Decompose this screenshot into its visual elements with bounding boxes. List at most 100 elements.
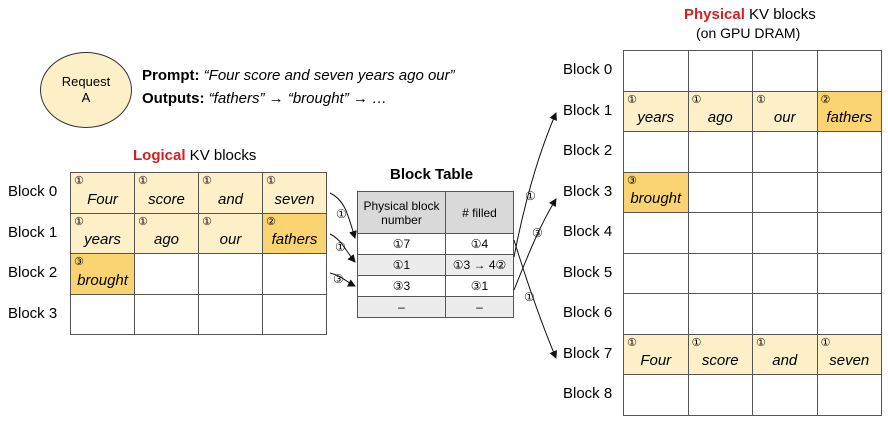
logical-title: Logical KV blocks: [133, 147, 256, 164]
kv-slot: ① our: [199, 213, 263, 254]
outputs-text: “fathers” → “brought” → …: [208, 90, 388, 107]
kv-slot: [753, 132, 818, 173]
block-table-filled-cell: –: [446, 297, 514, 318]
slot-token: score: [701, 352, 739, 369]
block-label: Block 3: [8, 304, 58, 322]
slot-token: score: [148, 190, 185, 208]
block-label: Block 7: [563, 344, 613, 362]
slot-token: Four: [87, 190, 118, 208]
slot-step-number: ①: [74, 215, 84, 228]
kv-slot: ① ago: [688, 91, 753, 132]
slot-token: fathers: [826, 109, 873, 126]
kv-slot: [817, 213, 882, 254]
arrow-label-phys1: ①: [525, 189, 536, 203]
arrow-logical-block0: [329, 192, 357, 239]
kv-slot: [71, 294, 135, 335]
slot-token: brought: [630, 190, 682, 207]
kv-slot: [135, 294, 199, 335]
slot-token: ago: [153, 231, 180, 248]
arrow-table-to-phys1: [513, 112, 557, 258]
block-table-filled-cell: ①4: [446, 234, 514, 255]
slot-token: seven: [829, 352, 870, 369]
request-label: Request: [61, 74, 111, 89]
slot-step-number: ①: [820, 336, 831, 349]
block-table-physical-cell: –: [358, 297, 446, 318]
block-table-filled-cell: ③1: [446, 276, 514, 297]
block-label: Block 3: [563, 182, 613, 200]
kv-slot: ① seven: [263, 173, 327, 214]
kv-slot: [753, 375, 818, 416]
slot-step-number: ①: [691, 93, 702, 106]
block-label: Block 1: [563, 101, 613, 119]
slot-step-number: ①: [74, 175, 84, 187]
slot-step-number: ①: [202, 175, 212, 187]
slot-token: fathers: [271, 231, 318, 248]
kv-slot: [199, 254, 263, 295]
slot-step-number: ①: [138, 215, 148, 228]
kv-slot: [753, 253, 818, 294]
kv-slot: [817, 375, 882, 416]
slot-step-number: ①: [266, 175, 276, 187]
block-label: Block 2: [563, 142, 613, 160]
kv-slot: ① score: [688, 334, 753, 375]
kv-slot: ① and: [199, 173, 263, 214]
slot-token: seven: [274, 190, 315, 208]
block-table-header: Physical block number: [358, 192, 446, 234]
arrow-label-block2: ③: [333, 272, 344, 286]
kv-slot: [624, 51, 689, 92]
kv-slot: [624, 132, 689, 173]
block-label: Block 8: [563, 385, 613, 403]
kv-slot: [688, 375, 753, 416]
arrow-label-block1: ①: [335, 240, 346, 254]
slot-token: and: [772, 352, 798, 369]
kv-slot: [263, 294, 327, 335]
outputs-label: Outputs:: [142, 90, 205, 107]
kv-slot: [817, 253, 882, 294]
block-label: Block 4: [563, 223, 613, 241]
slot-token: years: [84, 231, 121, 248]
slot-step-number: ①: [627, 336, 637, 349]
physical-subtitle: (on GPU DRAM): [696, 25, 801, 41]
slot-token: our: [219, 231, 242, 248]
kv-slot: [688, 213, 753, 254]
slot-step-number: ①: [202, 215, 212, 228]
block-table-title: Block Table: [390, 166, 474, 183]
block-label: Block 5: [563, 263, 613, 281]
slot-token: and: [217, 190, 244, 208]
physical-title-red: Physical: [684, 6, 745, 23]
slot-step-number: ②: [266, 215, 276, 228]
slot-step-number: ①: [691, 336, 702, 349]
arrow-logical-block2: [329, 272, 356, 287]
block-table-physical-cell: ③3: [358, 276, 446, 297]
logical-title-rest: KV blocks: [185, 147, 257, 164]
block-label: Block 0: [563, 61, 613, 79]
slot-step-number: ③: [627, 174, 637, 187]
block-table-physical-cell: ①1: [358, 255, 446, 276]
kv-slot: [817, 51, 882, 92]
outputs-line: Outputs: “fathers” → “brought” → …: [142, 90, 387, 107]
kv-slot: [753, 172, 818, 213]
kv-slot: [753, 51, 818, 92]
slot-token: years: [637, 109, 675, 126]
block-label: Block 2: [8, 264, 58, 282]
slot-step-number: ①: [756, 336, 766, 349]
slot-token: ago: [707, 109, 733, 126]
arrow-logical-block1: [329, 233, 356, 263]
kv-slot: [688, 172, 753, 213]
physical-title-rest: KV blocks: [744, 6, 816, 23]
kv-slot: [135, 254, 199, 295]
physical-title: Physical KV blocks: [684, 6, 816, 23]
kv-slot: [624, 213, 689, 254]
slot-step-number: ②: [820, 93, 831, 106]
slot-step-number: ③: [74, 256, 84, 268]
kv-slot: [817, 132, 882, 173]
kv-slot: [688, 253, 753, 294]
arrow-table-to-phys7: [513, 239, 557, 359]
kv-slot: [817, 294, 882, 335]
